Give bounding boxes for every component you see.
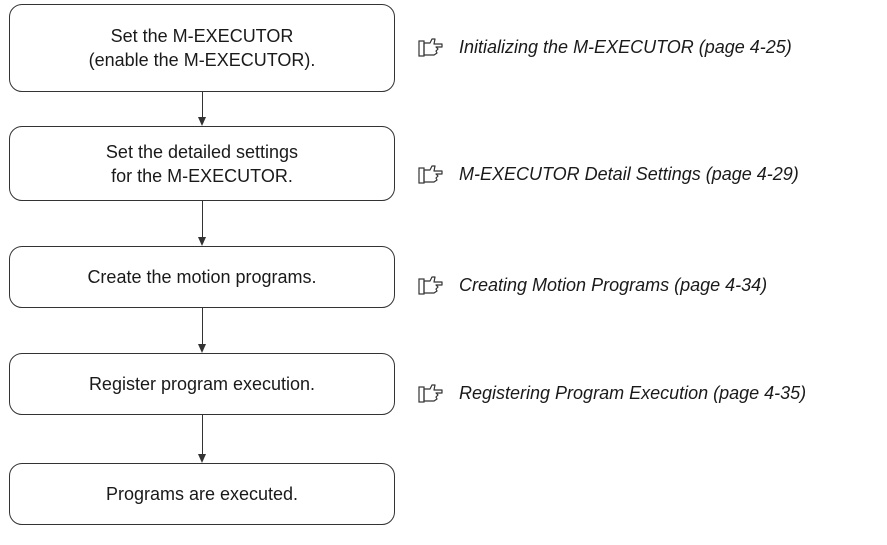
reference-creating-motion-programs[interactable]: Creating Motion Programs (page 4-34)	[418, 274, 767, 296]
connector-line	[202, 201, 204, 239]
pointing-hand-icon	[418, 165, 443, 184]
pointing-hand-icon	[418, 384, 443, 403]
connector-line	[202, 92, 204, 119]
arrow-down-icon	[198, 454, 206, 463]
step-label: Register program execution.	[88, 374, 316, 394]
step-create-motion-programs: Create the motion programs.	[9, 246, 395, 308]
arrow-down-icon	[198, 344, 206, 353]
reference-initializing[interactable]: Initializing the M-EXECUTOR (page 4-25)	[418, 36, 792, 58]
reference-text: M-EXECUTOR Detail Settings (page 4-29)	[459, 163, 799, 184]
step-programs-executed: Programs are executed.	[9, 463, 395, 525]
step-label: Create the motion programs.	[87, 267, 317, 287]
pointing-hand-icon	[418, 276, 443, 295]
step-label: Programs are executed.	[105, 484, 299, 504]
step-label: Set the M-EXECUTOR (enable the M-EXECUTO…	[88, 26, 316, 70]
reference-text: Creating Motion Programs (page 4-34)	[459, 274, 768, 295]
arrow-down-icon	[198, 117, 206, 126]
reference-text: Initializing the M-EXECUTOR (page 4-25)	[459, 36, 792, 57]
reference-text: Registering Program Execution (page 4-35…	[459, 382, 807, 403]
pointing-hand-icon	[418, 38, 443, 57]
connector-line	[202, 308, 204, 346]
connector-line	[202, 415, 204, 456]
step-set-m-executor: Set the M-EXECUTOR (enable the M-EXECUTO…	[9, 4, 395, 92]
step-detail-settings: Set the detailed settings for the M-EXEC…	[9, 126, 395, 201]
reference-registering-program-execution[interactable]: Registering Program Execution (page 4-35…	[418, 382, 806, 404]
arrow-down-icon	[198, 237, 206, 246]
reference-detail-settings[interactable]: M-EXECUTOR Detail Settings (page 4-29)	[418, 163, 799, 185]
step-register-program-execution: Register program execution.	[9, 353, 395, 415]
step-label: Set the detailed settings for the M-EXEC…	[105, 141, 299, 186]
